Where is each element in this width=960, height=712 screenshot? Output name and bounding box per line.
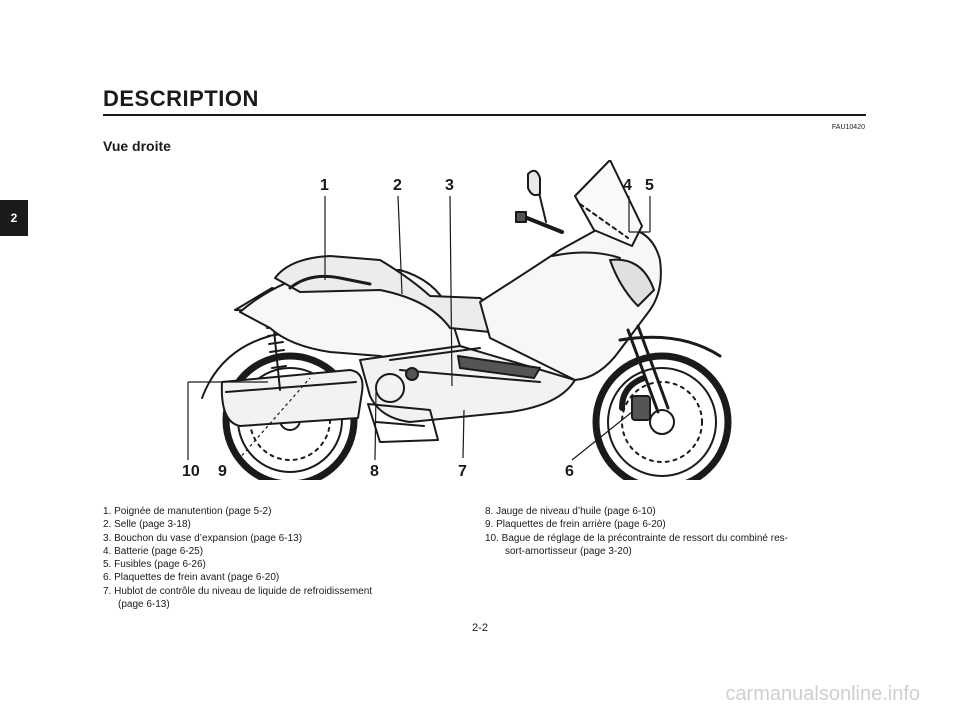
section-subtitle: Vue droite [103, 138, 171, 154]
headlight [609, 258, 655, 307]
leader-lines [187, 195, 651, 461]
legend-item: 2. Selle (page 3-18) [103, 519, 191, 531]
page-number: 2-2 [472, 622, 488, 634]
legend-item: 4. Batterie (page 6-25) [103, 545, 204, 557]
rear-fender [201, 335, 271, 399]
callout-1: 1 [320, 177, 329, 194]
legend-item: 8. Jauge de niveau d’huile (page 6-10) [485, 506, 656, 517]
title-rule [103, 114, 866, 116]
legend-right: 8. Jauge de niveau d’huile (page 6-10) 9… [485, 505, 865, 558]
callout-7: 7 [458, 463, 467, 480]
callout-9: 9 [218, 463, 227, 480]
legend-item-continuation: (page 6-13) [118, 599, 170, 611]
callout-10: 10 [182, 463, 200, 480]
chapter-tab: 2 [0, 200, 28, 236]
handlebar [515, 169, 564, 234]
legend-item: 9. Plaquettes de frein arrière (page 6-2… [485, 519, 666, 531]
side-vent [457, 355, 541, 379]
callout-2: 2 [393, 177, 402, 194]
front-fork [626, 324, 670, 414]
front-wheel [592, 352, 732, 480]
windscreen [574, 160, 643, 247]
page-title: DESCRIPTION [103, 86, 259, 111]
callout-6: 6 [565, 463, 574, 480]
front-brake-caliper [631, 395, 651, 421]
callout-4: 4 [623, 177, 632, 194]
front-body [479, 225, 662, 381]
callout-3: 3 [445, 177, 454, 194]
legend-item-continuation: sort-amortisseur (page 3-20) [505, 545, 632, 557]
legend-item: 5. Fusibles (page 6-26) [103, 559, 206, 571]
front-fender [618, 335, 722, 358]
grab-handle [288, 274, 372, 290]
watermark: carmanualsonline.info [725, 683, 920, 705]
legend-item: 7. Hublot de contrôle du niveau de liqui… [103, 585, 373, 597]
legend-left: 1. Poignée de manutention (page 5-2) 2. … [103, 505, 463, 611]
legend-item: 6. Plaquettes de frein avant (page 6-20) [103, 572, 280, 584]
callout-8: 8 [370, 463, 379, 480]
scooter-illustration: 1 2 3 4 5 6 7 8 9 10 [182, 160, 732, 480]
legend-item: 1. Poignée de manutention (page 5-2) [103, 506, 272, 517]
reference-code: FAU10420 [831, 124, 865, 131]
callout-5: 5 [645, 177, 654, 194]
legend-item: 10. Bague de réglage de la précontrainte… [485, 532, 788, 544]
legend-item: 3. Bouchon du vase d’expansion (page 6-1… [103, 532, 303, 544]
